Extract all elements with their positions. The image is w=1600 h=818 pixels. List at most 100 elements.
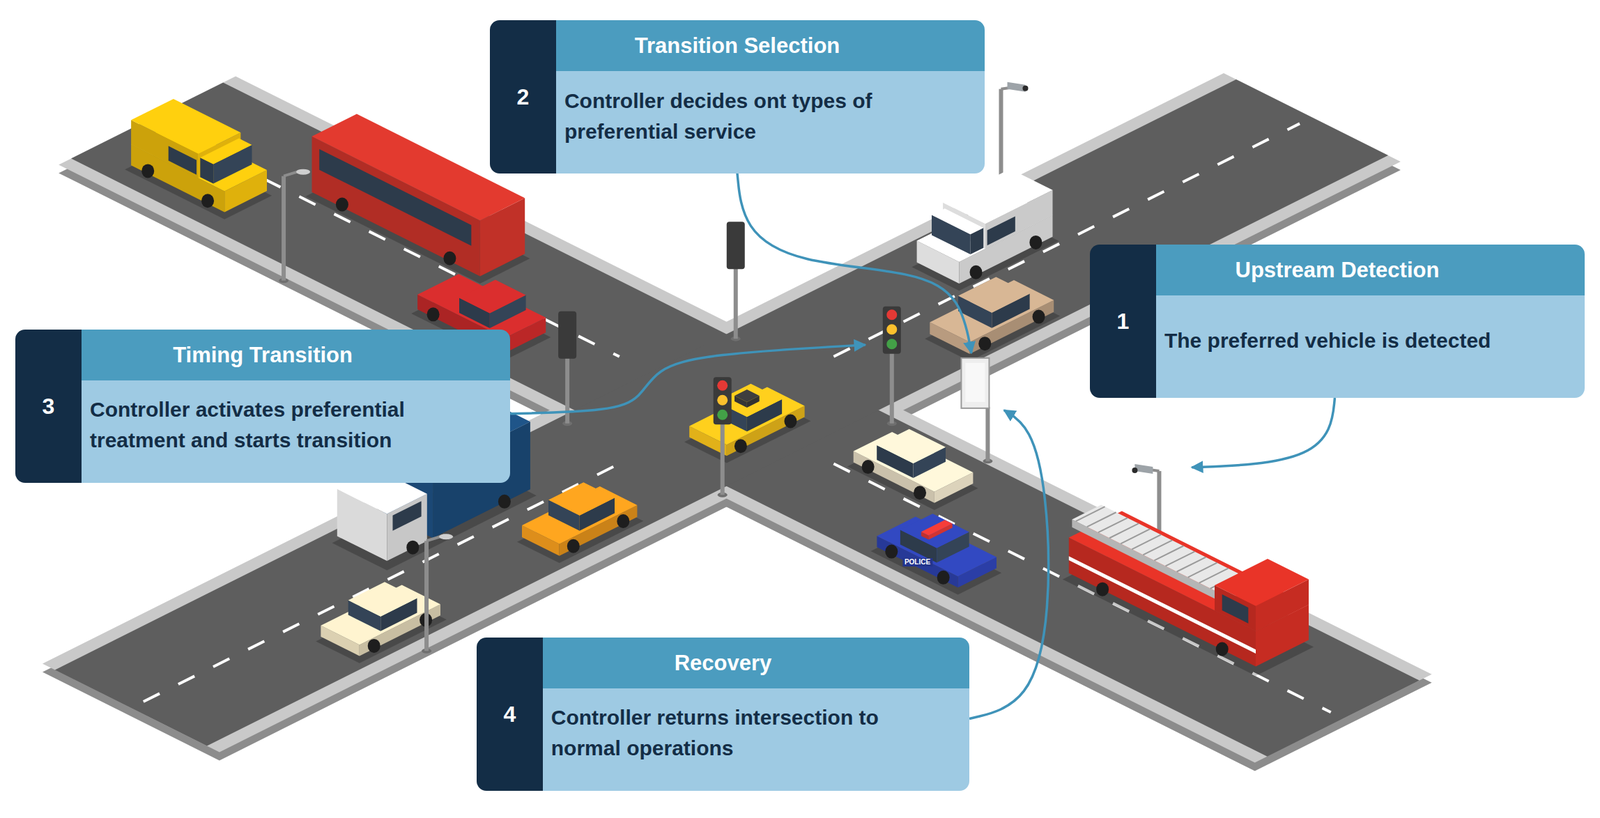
signal-lamp [717,380,728,391]
ladder-rung [1131,534,1161,550]
taxi-sign-top [734,389,760,403]
step-description: Controller activates preferential treatm… [89,394,490,456]
wheel [1216,641,1229,656]
wheel [783,413,797,428]
signal-lamp [717,395,728,406]
wheel [406,540,419,555]
callout-number: 2 [516,83,529,111]
street-fixture [882,306,902,427]
vehicle [517,482,644,564]
pole-shaft [565,357,570,424]
lamp-head [439,533,453,540]
ladder-rung [1142,540,1173,555]
street-fixture [558,311,577,427]
signal-lamp [886,309,897,320]
wheel [498,494,511,509]
street-fixture [726,221,745,342]
signal-head [882,306,902,355]
pole-shaft [889,352,895,424]
wheel [937,570,950,585]
callout-content: RecoveryController returns intersection … [542,637,970,791]
wheel [141,163,155,178]
van-windshield-top [200,138,252,165]
callout-content: Timing TransitionController activates pr… [81,329,511,483]
camera-lens [1131,467,1138,474]
car-cabin-top [548,482,615,516]
callout-content: Transition SelectionController decides o… [556,20,985,174]
step-description: Controller returns intersection to norma… [551,702,929,764]
vehicle [847,429,979,511]
wheel [1032,310,1046,325]
vehicle [1062,505,1314,677]
step-heading: Upstream Detection [1235,257,1440,283]
header-band: Recovery [542,637,970,689]
wheel [201,193,214,208]
signal-lamp [717,409,728,421]
header-band: Transition Selection [556,20,985,72]
step-heading: Recovery [674,650,773,676]
number-panel: 2 [489,20,557,174]
camera-body [1007,82,1026,92]
car-cabin-top [348,581,418,617]
signal-lamp [886,324,897,335]
light-bar-top [921,519,953,536]
street-fixture [995,82,1028,183]
ladder-rung [1154,546,1184,561]
pickup-body-top [417,273,546,338]
van-window [987,216,1016,246]
callout-content: Upstream DetectionThe preferred vehicle … [1156,244,1585,398]
leader-arrow [1191,397,1335,468]
camera-lens [1022,85,1028,92]
pickup-cabin-top [459,280,527,314]
truck-window [393,501,422,532]
wheel [335,197,349,212]
wheel [427,307,440,322]
bus-windows [319,149,472,246]
leader-arrow [737,173,972,354]
firetruck-window [1222,594,1249,624]
pole-shaft [720,422,725,495]
number-panel: 4 [476,637,543,791]
sign-board [960,358,989,409]
callout-number: 4 [503,701,516,728]
header-band: Upstream Detection [1156,244,1585,296]
leader-arrow [510,344,866,414]
ladder-rung [1120,528,1150,544]
signal-head [558,311,577,359]
ladder-rung [1177,557,1207,573]
car-cabin-top [900,513,970,548]
step-description: Controller decides ont types of preferen… [564,85,965,148]
street-fixture [278,169,311,283]
pole-shaft [998,89,1003,180]
wheel [443,251,456,266]
wheel [1029,235,1042,250]
firetruck-body-side [1068,537,1256,667]
callout-number: 1 [1116,308,1129,335]
body-panel: The preferred vehicle is detected [1156,295,1585,398]
vehicle [871,513,1003,595]
car-cabin-top [958,276,1030,313]
camera-body [1134,464,1153,474]
body-panel: Controller activates preferential treatm… [81,380,511,483]
wheel [862,459,875,474]
step-heading: Timing Transition [172,342,353,368]
step-description: The preferred vehicle is detected [1164,325,1492,357]
wheel [1096,582,1109,597]
vehicle [911,168,1059,291]
wheel [970,265,983,280]
car-cabin-top [876,429,946,464]
sign-face [965,363,985,403]
firetruck-stripe [1068,556,1256,654]
pole-shaft [985,406,990,462]
wheel [734,439,748,453]
ladder-rung [1188,563,1218,578]
header-band: Timing Transition [81,329,511,381]
step-callout: 2 Transition SelectionController decides … [489,20,985,174]
lamp-head [296,169,311,175]
road-network [42,73,1433,772]
pole-shaft [424,540,429,651]
wheel [913,485,927,500]
pole-shaft [281,176,286,281]
callout-number: 3 [42,393,56,420]
ladder-rung [1109,523,1139,538]
